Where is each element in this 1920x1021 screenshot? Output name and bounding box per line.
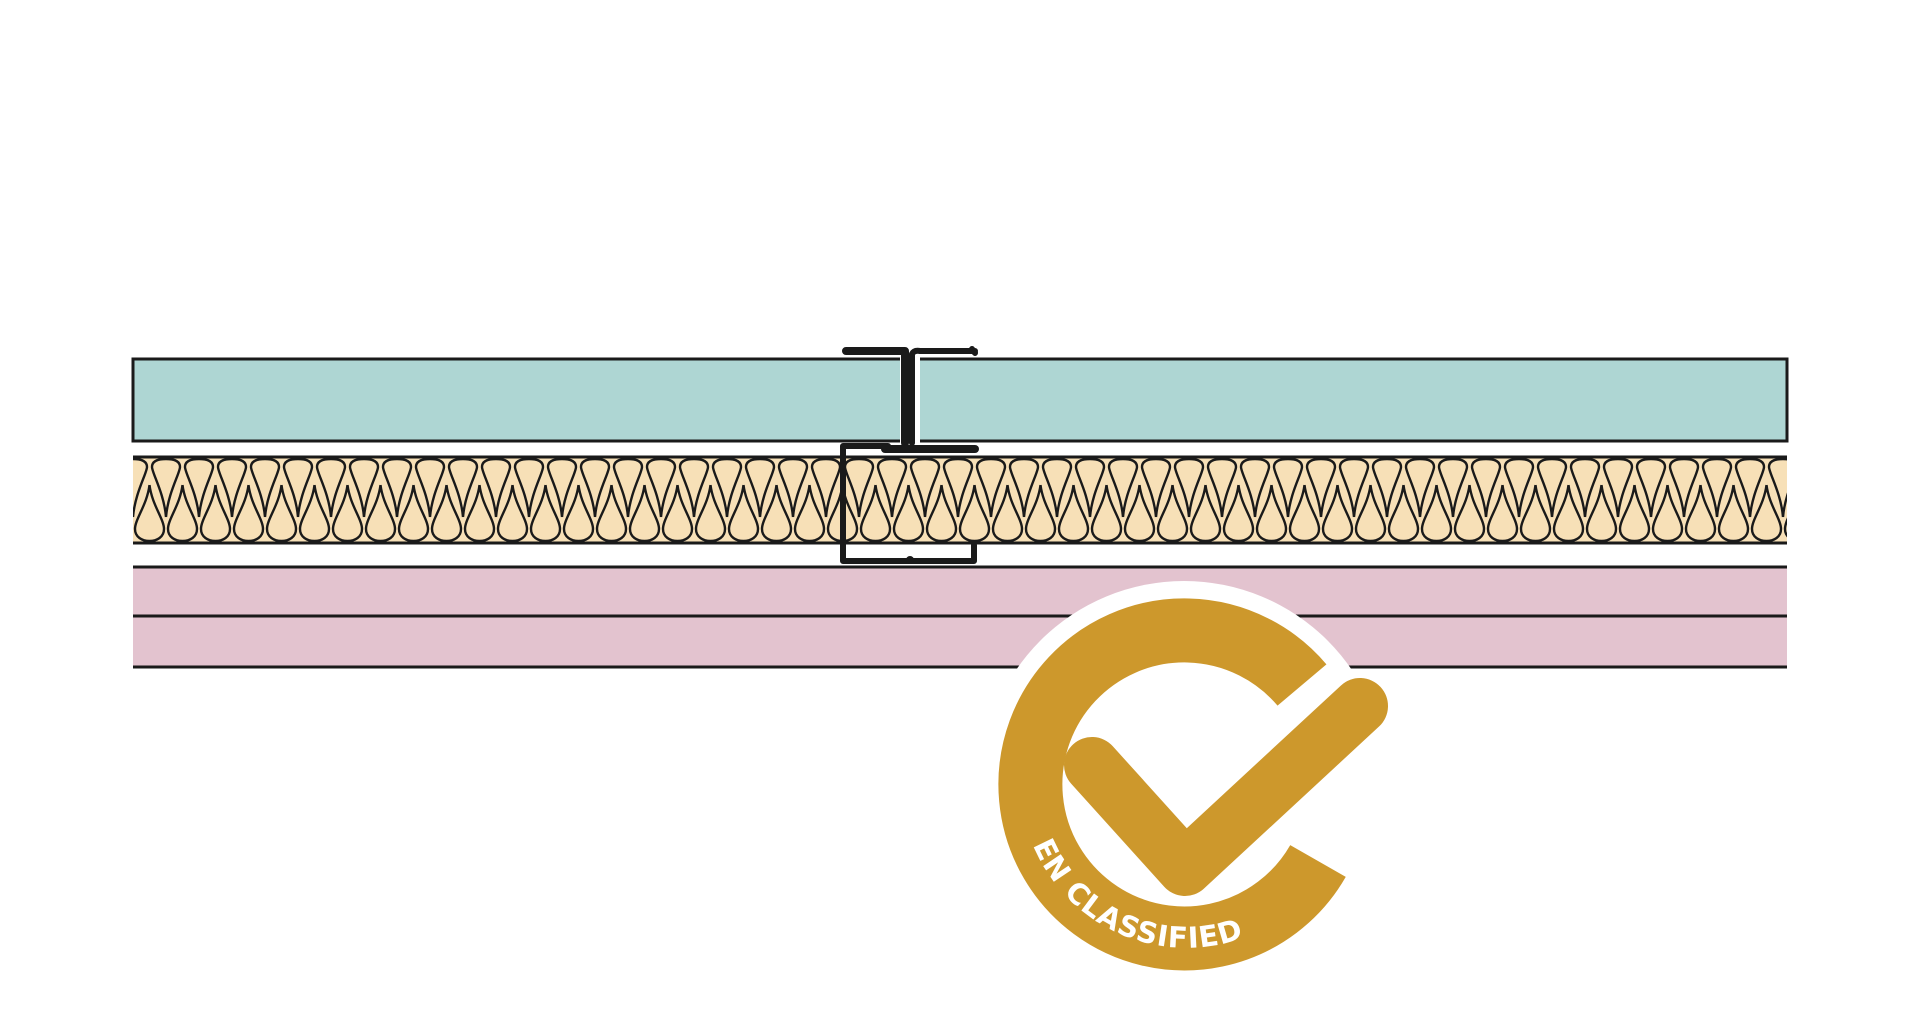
- board-top-layer: [131, 357, 1789, 443]
- board-lower-layers: [133, 565, 1787, 669]
- metal-stud-profile: [840, 346, 979, 564]
- checkmark-icon: [1064, 678, 1388, 896]
- en-classified-badge: EN CLASSIFIED: [981, 581, 1395, 987]
- insulation-layer: [133, 455, 1787, 545]
